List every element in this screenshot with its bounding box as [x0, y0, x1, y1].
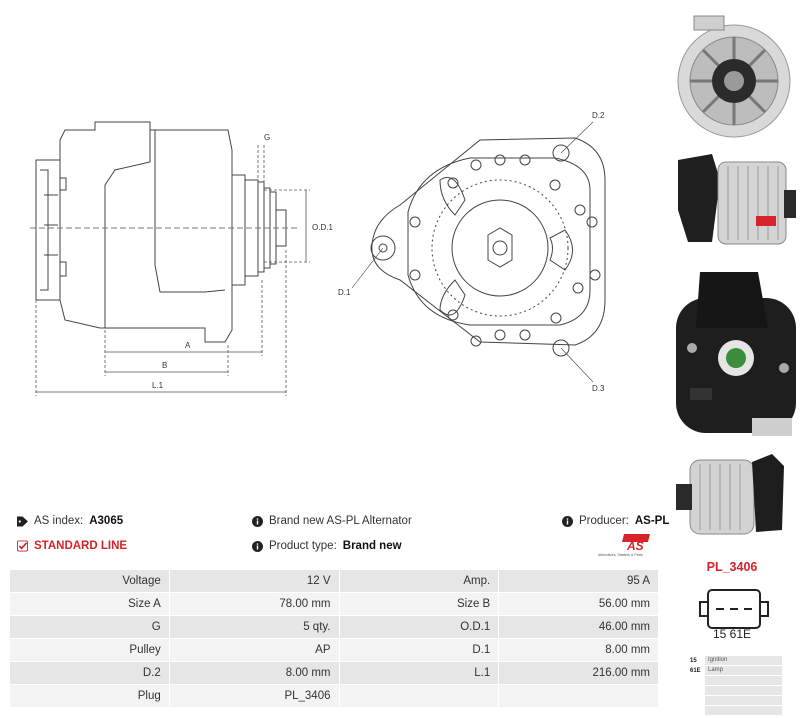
- legend-row-empty: [705, 686, 782, 695]
- spec-value: 8.00 mm: [168, 661, 340, 685]
- legend-pin: 61E: [690, 667, 701, 674]
- spec-value: 56.00 mm: [498, 592, 659, 616]
- side-view: [30, 121, 300, 343]
- technical-drawing: G O.D.1 A B L.1 D.1 D.2 D.3: [30, 111, 606, 396]
- standard-line-label: STANDARD LINE: [34, 540, 128, 552]
- dim-label-d2: D.2: [592, 111, 605, 120]
- table-row: Pulley AP D.1 8.00 mm: [9, 638, 659, 662]
- spec-label: D.1: [338, 638, 500, 662]
- dim-label-g: G: [264, 133, 270, 142]
- table-row: Voltage 12 V Amp. 95 A: [9, 569, 659, 593]
- spec-label: O.D.1: [338, 615, 500, 639]
- spec-value: 95 A: [498, 569, 659, 593]
- dim-label-b: B: [162, 361, 167, 370]
- dimension-lines: [35, 145, 310, 396]
- spec-label: Amp.: [338, 569, 500, 593]
- table-row: D.2 8.00 mm L.1 216.00 mm: [9, 661, 659, 685]
- spec-label: Plug: [9, 684, 170, 708]
- spec-value: AP: [168, 638, 340, 662]
- spec-value: PL_3406: [168, 684, 340, 708]
- producer-label: Producer:: [579, 515, 629, 527]
- logo-mark: AS: [626, 539, 644, 553]
- product-photo-side[interactable]: [672, 150, 800, 260]
- spec-label: Pulley: [9, 638, 170, 662]
- legend-text: Lamp: [705, 666, 782, 675]
- info-icon: [562, 515, 573, 527]
- legend-row: 61E Lamp: [688, 666, 782, 675]
- description-text: Brand new AS-PL Alternator: [269, 515, 412, 527]
- spec-value: 46.00 mm: [498, 615, 659, 639]
- checkbox-check-icon: [17, 540, 28, 552]
- spec-label: Size A: [9, 592, 170, 616]
- table-row: Plug PL_3406: [9, 684, 659, 708]
- spec-label: D.2: [9, 661, 170, 685]
- product-type-label: Product type:: [269, 540, 337, 552]
- dim-label-od1: O.D.1: [312, 223, 333, 232]
- dim-label-d1: D.1: [338, 288, 351, 297]
- legend-pin: 15: [690, 657, 697, 664]
- spec-value: 78.00 mm: [168, 592, 340, 616]
- plug-title: PL_3406: [706, 560, 758, 574]
- dim-label-l1: L.1: [152, 381, 164, 390]
- spec-value: 5 qty.: [168, 615, 340, 639]
- product-type-value: Brand new: [342, 540, 402, 552]
- product-photo-angle[interactable]: [672, 450, 800, 540]
- product-type: Product type: Brand new: [252, 540, 402, 552]
- spec-value: 8.00 mm: [498, 638, 659, 662]
- spec-label: L.1: [338, 661, 500, 685]
- as-index-label: AS index:: [34, 515, 84, 527]
- as-index-value: A3065: [89, 515, 124, 527]
- as-index: AS index: A3065: [17, 515, 123, 527]
- plug-connector-diagram: [699, 589, 769, 629]
- producer: Producer: AS-PL: [562, 515, 669, 527]
- standard-line: STANDARD LINE: [17, 540, 127, 552]
- product-photo-front[interactable]: [672, 6, 800, 146]
- front-view: [351, 121, 606, 383]
- legend-row-empty: [705, 676, 782, 685]
- producer-value: AS-PL: [634, 515, 670, 527]
- plug-legend: 15 Ignition 61E Lamp: [688, 656, 782, 716]
- product-photo-rear[interactable]: [672, 268, 800, 443]
- table-row: Size A 78.00 mm Size B 56.00 mm: [9, 592, 659, 616]
- dim-label-a: A: [185, 341, 191, 350]
- spec-label: Voltage: [9, 569, 170, 593]
- legend-text: Ignition: [705, 656, 782, 665]
- legend-row-empty: [705, 706, 782, 715]
- spec-label: G: [9, 615, 170, 639]
- dim-label-d3: D.3: [592, 384, 605, 393]
- logo-tagline: Alternators, Starters & Parts: [598, 553, 643, 557]
- info-icon: [252, 540, 263, 552]
- legend-row: 15 Ignition: [688, 656, 782, 665]
- specs-table: Voltage 12 V Amp. 95 A Size A 78.00 mm S…: [9, 569, 659, 708]
- spec-value: 12 V: [168, 569, 340, 593]
- spec-label: [338, 684, 500, 708]
- tag-icon: [17, 515, 28, 527]
- spec-value: 216.00 mm: [498, 661, 659, 685]
- plug-pin-labels: 15 61E: [712, 627, 752, 641]
- table-row: G 5 qty. O.D.1 46.00 mm: [9, 615, 659, 639]
- spec-label: Size B: [338, 592, 500, 616]
- info-icon: [252, 515, 263, 527]
- legend-row-empty: [705, 696, 782, 705]
- product-description: Brand new AS-PL Alternator: [252, 515, 412, 527]
- as-pl-logo: AS Alternators, Starters & Parts: [598, 534, 650, 557]
- spec-value: [498, 684, 659, 708]
